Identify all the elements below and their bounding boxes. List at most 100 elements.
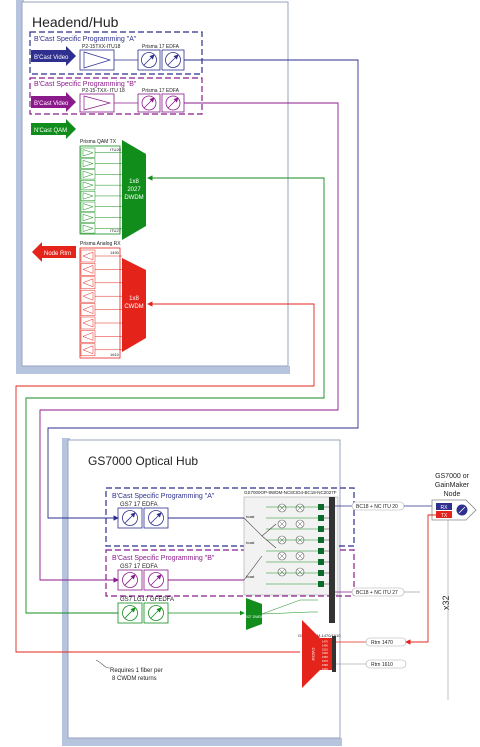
headend-group-b: B'Cast Specific Programming "B" B'Cast V… <box>29 77 203 115</box>
hub-dwdm-mux <box>246 598 262 630</box>
qam-top-itu: ITU20 <box>110 147 122 152</box>
filter-block <box>318 515 324 521</box>
node-title-1: GS7000 or <box>435 473 470 480</box>
rx-top-wl: 1490 <box>110 250 120 255</box>
cwdm-mux-line-1: 1x8 <box>129 296 139 302</box>
node-rx-box <box>436 503 452 510</box>
optical-hub-title: GS7000 Optical Hub <box>88 454 198 468</box>
filter-block <box>318 559 324 565</box>
hub-outputs: BC18 + NC ITU 20 BC18 + NC ITU 27 Rtrn 1… <box>320 501 437 669</box>
out-bc18-itu27: BC18 + NC ITU 27 <box>356 590 398 596</box>
ncast-qam-arrow <box>31 119 76 139</box>
qam-tx-row <box>80 147 122 158</box>
node-title-3: Node <box>444 491 461 498</box>
dwdm-mux-line-1: 1x8 <box>129 179 139 185</box>
qam-tx-row <box>80 169 122 180</box>
analog-rx-rows <box>80 249 122 357</box>
headend-group-a-title: B'Cast Specific Programming "A" <box>34 36 137 43</box>
out-rtn-1470: Rtrn 1470 <box>371 640 393 646</box>
qam-tx-row <box>80 180 122 191</box>
note-line-2: 8 CWDM returns <box>112 676 157 682</box>
fiber-routes <box>15 59 436 653</box>
analog-rx-row <box>80 263 122 276</box>
qam-tx-row <box>80 158 122 169</box>
cwdm-port-label: 1530 <box>322 651 328 655</box>
bcast-video-b-label: B'Cast Video <box>34 101 69 107</box>
bcast-video-a-arrow <box>31 46 76 66</box>
hub-group-a-title: B'Cast Specific Programming "A" <box>112 493 215 500</box>
port-label-3: bcast <box>246 575 254 579</box>
qam-tx-rows <box>80 147 122 234</box>
filter-block <box>318 526 324 532</box>
node-title-2: GainMaker <box>435 482 470 489</box>
fiber-green <box>25 175 325 614</box>
tx-b-label: P2-15-TXX- ITU 18 <box>82 88 125 94</box>
dwdm-backplane <box>329 497 335 623</box>
note-pointer <box>95 659 111 669</box>
node-tx-box <box>436 511 452 518</box>
analog-rx-row <box>80 303 122 316</box>
hub-cwdm-text: CWDM <box>311 648 316 661</box>
analog-rx-row <box>80 276 122 290</box>
qam-tx-row <box>80 223 122 234</box>
hub-edfa-a-label: GS7 17 EDFA <box>120 502 158 508</box>
cwdm-port-label: 1470 <box>322 640 328 644</box>
hub-cwdm-module-label: GS7-CWDM-1470/1610 <box>298 633 341 638</box>
cwdm-mux-line-2: CWDM <box>124 304 143 310</box>
out-bc18-itu20: BC18 + NC ITU 20 <box>356 504 398 510</box>
dwdm-module-label: GS7000OP-8WDM-NC8CID4-BC18-NC2027F <box>244 490 337 495</box>
cwdm-port-label: 1590 <box>322 663 328 667</box>
qam-tx-row <box>80 212 122 223</box>
edfa-a-icon <box>137 49 185 71</box>
cwdm-port-label: 1510 <box>322 647 328 651</box>
note-line-1: Requires 1 fiber per <box>110 668 163 674</box>
filter-block <box>318 548 324 554</box>
ncast-qam-section: N'Cast QAM Prisma QAM TX ITU20 ITU27 1x8… <box>31 119 146 240</box>
filter-block <box>318 581 324 587</box>
dwdm-mux-headend <box>122 140 146 240</box>
dwdm-module-internals <box>243 503 329 615</box>
headend-group-b-title: B'Cast Specific Programming "B" <box>34 81 137 88</box>
cwdm-port-label: 1610 <box>322 667 328 671</box>
headend-group-a: B'Cast Specific Programming "A" B'Cast V… <box>29 31 203 75</box>
hub-cwdm-module: GS7-CWDM-1470/1610 CWDM 1470149015101530… <box>298 620 341 688</box>
dwdm-module: GS7000OP-8WDM-NC8CID4-BC18-NC2027F bcast… <box>243 490 339 623</box>
qam-tx-row <box>80 201 122 212</box>
tx-a-triangle <box>83 51 112 69</box>
fiber-purple <box>39 102 339 583</box>
qam-tx-row <box>80 190 122 201</box>
tx-b-triangle <box>83 95 112 111</box>
hub-edfa3-label: GS7 LG17 GFEDFA <box>120 597 174 603</box>
headend-title: Headend/Hub <box>32 14 119 30</box>
cwdm-mux-headend <box>122 258 146 352</box>
hub-group-b-title: B'Cast Specific Programming "B" <box>112 555 215 562</box>
analog-rx-row <box>80 249 122 263</box>
port-label-1: bcast <box>246 515 254 519</box>
out-rtn-1610: Rtrn 1610 <box>371 662 393 668</box>
hub-group-a: B'Cast Specific Programming "A" GS7 17 E… <box>105 487 355 547</box>
hub-cwdm-mux <box>302 620 320 688</box>
analog-rx-row <box>80 343 122 357</box>
hub-dwdm-mux-text: 2027 DWDM <box>244 615 264 619</box>
gainmaker-node: GS7000 or GainMaker Node RX TX x32 <box>431 473 477 700</box>
edfa-a-label: Prisma 17 EDFA <box>142 44 180 50</box>
node-return-section: Node Rtrn Prisma Analog RX 1490 1610 1x8… <box>32 241 146 359</box>
filter-block <box>318 504 324 510</box>
hub-group-b: B'Cast Specific Programming "B" GS7 17 E… <box>105 549 355 597</box>
cwdm-port-label: 1490 <box>322 643 328 647</box>
port-label-2: bcast <box>246 541 254 545</box>
cwdm-port-label: 1570 <box>322 659 328 663</box>
node-rtrn-arrow <box>32 242 76 262</box>
fiber-blue <box>47 59 359 521</box>
dwdm-mux-line-2: 2027 <box>127 187 141 193</box>
edfa-b-icon <box>137 93 185 113</box>
rx-bottom-wl: 1610 <box>110 352 120 357</box>
bcast-video-b-arrow <box>31 92 76 112</box>
dwdm-mux-line-3: DWDM <box>124 195 143 201</box>
qam-tx-title: Prisma QAM TX <box>80 139 117 145</box>
node-tx-label: TX <box>441 513 448 519</box>
fiber-red <box>15 301 315 653</box>
analog-rx-row <box>80 289 122 303</box>
